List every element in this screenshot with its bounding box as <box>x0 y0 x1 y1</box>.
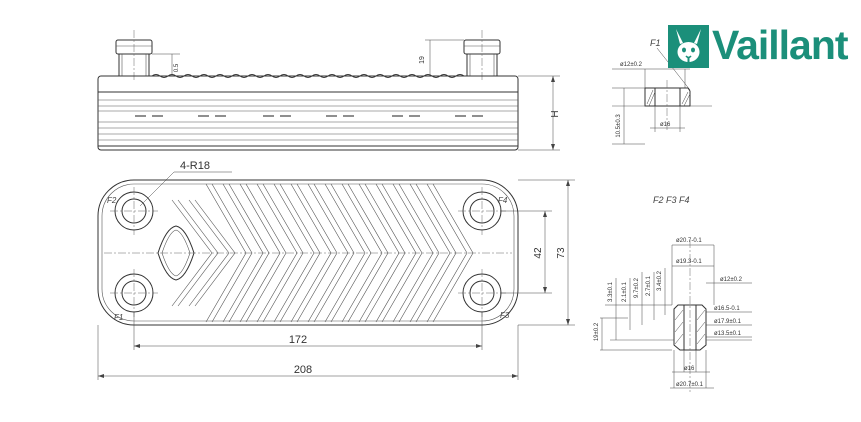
vaillant-logo: Vaillant <box>668 22 849 68</box>
port-label-f2: F2 <box>107 196 117 205</box>
dim-ports-height: 42 <box>500 210 552 294</box>
chevron-line <box>347 183 389 323</box>
detail-f1-height: 10.5±0.3 <box>616 114 622 138</box>
vertical-dims: 3.3±0.1 2.1±0.1 9.7±0.2 2.7±0.1 3.4±0.2 … <box>594 268 672 351</box>
dim-total-height-label: 73 <box>556 247 567 259</box>
vdim-2: 2.1±0.1 <box>622 281 628 302</box>
port-f1 <box>110 269 158 317</box>
chevron-line <box>256 183 298 323</box>
chevron-line <box>432 183 474 323</box>
chevron-line <box>262 183 304 323</box>
brand-name: Vaillant <box>712 22 849 68</box>
detail-f234-title: F2 F3 F4 <box>653 195 690 205</box>
vdim-3: 9.7±0.2 <box>634 277 640 298</box>
detail-f1: F1 ø12±0.2 10.5±0.3 ø16 <box>612 38 712 145</box>
chevron-line <box>228 183 270 323</box>
chevron-line <box>194 199 236 307</box>
chevron-line <box>426 183 468 323</box>
dim-ports-height-label: 42 <box>533 247 544 259</box>
chevron-line <box>392 183 434 323</box>
chevron-line <box>341 183 383 323</box>
side-port-left <box>115 30 153 80</box>
port-f2 <box>110 187 158 235</box>
detail-f1-outer-dia: ø12±0.2 <box>620 62 643 68</box>
dim-right-1: ø12±0.2 <box>720 277 743 283</box>
chevron-line <box>188 199 230 307</box>
side-view: H 0.5 19 <box>97 30 561 151</box>
dim-h: H <box>518 75 561 151</box>
side-port-right <box>463 30 501 80</box>
flow-diamond <box>157 225 195 281</box>
chevron-line <box>330 183 372 323</box>
chevron-line <box>375 183 417 323</box>
chevron-line <box>239 183 281 323</box>
chevron-line <box>307 183 349 323</box>
dim-h-label: H <box>550 110 561 117</box>
chevron-line <box>415 183 457 323</box>
chevron-pattern <box>171 183 474 323</box>
dim-top-1: ø20.7-0.1 <box>676 238 702 244</box>
vdim-6: 19±0.2 <box>594 322 600 341</box>
chevron-line <box>245 183 287 323</box>
port-label-f3: F3 <box>500 311 510 320</box>
chevron-line <box>273 183 315 323</box>
chevron-line <box>177 199 219 307</box>
chevron-line <box>171 199 213 307</box>
vdim-1: 3.3±0.1 <box>608 281 614 302</box>
dim-side-left-label: 0.5 <box>174 63 180 72</box>
radius-callout: 4-R18 <box>139 160 232 207</box>
hare-icon <box>668 25 709 68</box>
dim-right-3: ø17.9±0.1 <box>714 319 742 325</box>
front-view: F2 F4 F1 F3 4-R18 172 208 <box>97 160 575 380</box>
dim-bottom-1: ø16 <box>684 366 695 372</box>
detail-f1-inner-dia: ø16 <box>660 122 671 128</box>
dim-total-width: 208 <box>97 325 519 380</box>
chevron-line <box>364 183 406 323</box>
chevron-line <box>381 183 423 323</box>
port-f4 <box>458 187 506 235</box>
dim-side-left: 0.5 <box>152 53 180 76</box>
chevron-line <box>398 183 440 323</box>
dim-right-2: ø16.5-0.1 <box>714 306 740 312</box>
dim-ports-width: 172 <box>133 312 483 350</box>
vdim-4: 2.7±0.1 <box>646 275 652 296</box>
chevron-line <box>211 183 253 323</box>
dim-ports-width-label: 172 <box>289 334 307 346</box>
dim-side-right-label: 19 <box>419 56 426 64</box>
chevron-line <box>324 183 366 323</box>
chevron-line <box>290 183 332 323</box>
dim-right-4: ø13.5±0.1 <box>714 331 742 337</box>
radius-label: 4-R18 <box>180 160 210 172</box>
chevron-line <box>222 183 264 323</box>
port-f3 <box>458 269 506 317</box>
vdim-5: 3.4±0.2 <box>657 270 663 291</box>
chevron-line <box>358 183 400 323</box>
port-label-f1: F1 <box>114 313 123 322</box>
dim-total-width-label: 208 <box>294 364 312 376</box>
chevron-line <box>409 183 451 323</box>
dim-side-right: 19 <box>419 39 464 76</box>
detail-f1-title: F1 <box>650 38 661 48</box>
dim-total-height: 73 <box>518 179 575 326</box>
dim-top-2: ø19.3-0.1 <box>676 259 702 265</box>
chevron-line <box>296 183 338 323</box>
port-label-f4: F4 <box>498 196 508 205</box>
chevron-line <box>313 183 355 323</box>
dim-bottom-2: ø20.7±0.1 <box>676 382 704 388</box>
chevron-line <box>205 183 247 323</box>
chevron-line <box>279 183 321 323</box>
detail-f234: F2 F3 F4 ø20.7-0.1 ø19.3-0.1 ø12±0.2 ø16… <box>594 195 752 392</box>
